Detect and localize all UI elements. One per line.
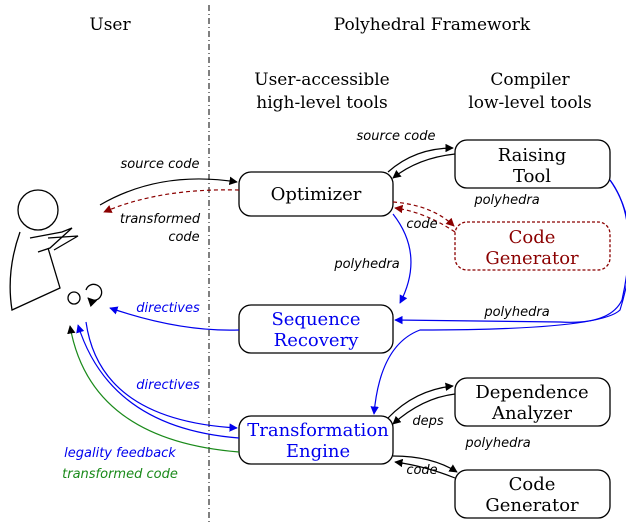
arrow-optimizer-to-sequence-recovery [392,213,412,304]
arrow-polyhedra-from-raising [392,153,456,179]
arrow-source-code-to-raising [387,143,454,173]
code-generator-bottom-label-line1: Code [509,474,556,495]
arrow-optimizer-to-code-generator-top [392,201,455,227]
arrow-transformed-code-to-user [103,189,240,213]
label-transformed-code-feedback: transformed code [62,467,178,482]
label-deps: deps [412,414,444,429]
dependence-analyzer-label-line2: Analyzer [491,403,572,424]
dependence-analyzer-label-line1: Dependence [475,382,588,403]
arrow-engine-to-code-generator-bottom [392,455,458,473]
dependence-analyzer-box [454,377,611,427]
label-transformed-line1: transformed [120,212,201,227]
arrow-legality-feedback-to-user [76,324,240,439]
label-code-generator-top: code [406,217,437,232]
label-polyhedra-engine: polyhedra [464,436,530,451]
label-directives-sequence: directives [136,301,200,316]
arrow-user-directives-to-engine [85,321,238,432]
raising-tool-label-line1: Raising [498,145,567,166]
arrow-code-generator-top-to-optimizer [394,204,456,233]
label-directives-user: directives [136,378,200,393]
sequence-recovery-box [238,304,394,354]
code-generator-top-label-line1: Code [509,227,556,248]
low-level-header-line2: low-level tools [468,93,591,113]
label-source-code-raising: source code [357,129,436,144]
arrow-source-code-to-optimizer [99,176,238,206]
label-polyhedra-raising-long: polyhedra [483,305,549,320]
arrow-engine-to-dependence [387,382,454,419]
label-polyhedra-optimizer: polyhedra [333,257,399,272]
optimizer-box [238,171,394,217]
transformation-engine-label-line2: Engine [286,441,350,462]
label-legality-feedback: legality feedback [64,446,176,461]
code-generator-top-label-line2: Generator [485,248,579,269]
high-level-header-line2: high-level tools [256,93,387,113]
arrow-transformed-code-feedback-to-user [67,325,240,453]
code-generator-top-box [454,221,611,271]
label-code-engine: code [406,463,437,478]
code-generator-bottom-label-line2: Generator [485,495,579,516]
user-figure [9,189,103,311]
arrow-code-generator-bottom-to-engine [394,458,456,479]
raising-tool-label-line2: Tool [513,166,551,187]
raising-tool-box [454,139,611,189]
optimizer-label: Optimizer [271,184,362,205]
framework-header: Polyhedral Framework [334,15,531,35]
low-level-header-line1: Compiler [490,70,570,90]
label-source-code-user: source code [121,157,200,172]
transformation-engine-box [238,415,394,465]
arrow-directives-to-user [109,306,240,331]
arrow-dependence-to-engine [392,393,456,425]
transformation-engine-label-line1: Transformation [247,420,389,441]
sequence-recovery-label-line2: Recovery [274,330,360,351]
high-level-header-line1: User-accessible [254,70,390,90]
sequence-recovery-label-line1: Sequence [271,309,360,330]
code-generator-bottom-box [454,469,611,519]
arrow-raising-to-transformation [370,179,626,415]
user-header: User [89,15,131,35]
label-polyhedra-raising: polyhedra [473,193,539,208]
label-transformed-line2: code [168,230,199,245]
